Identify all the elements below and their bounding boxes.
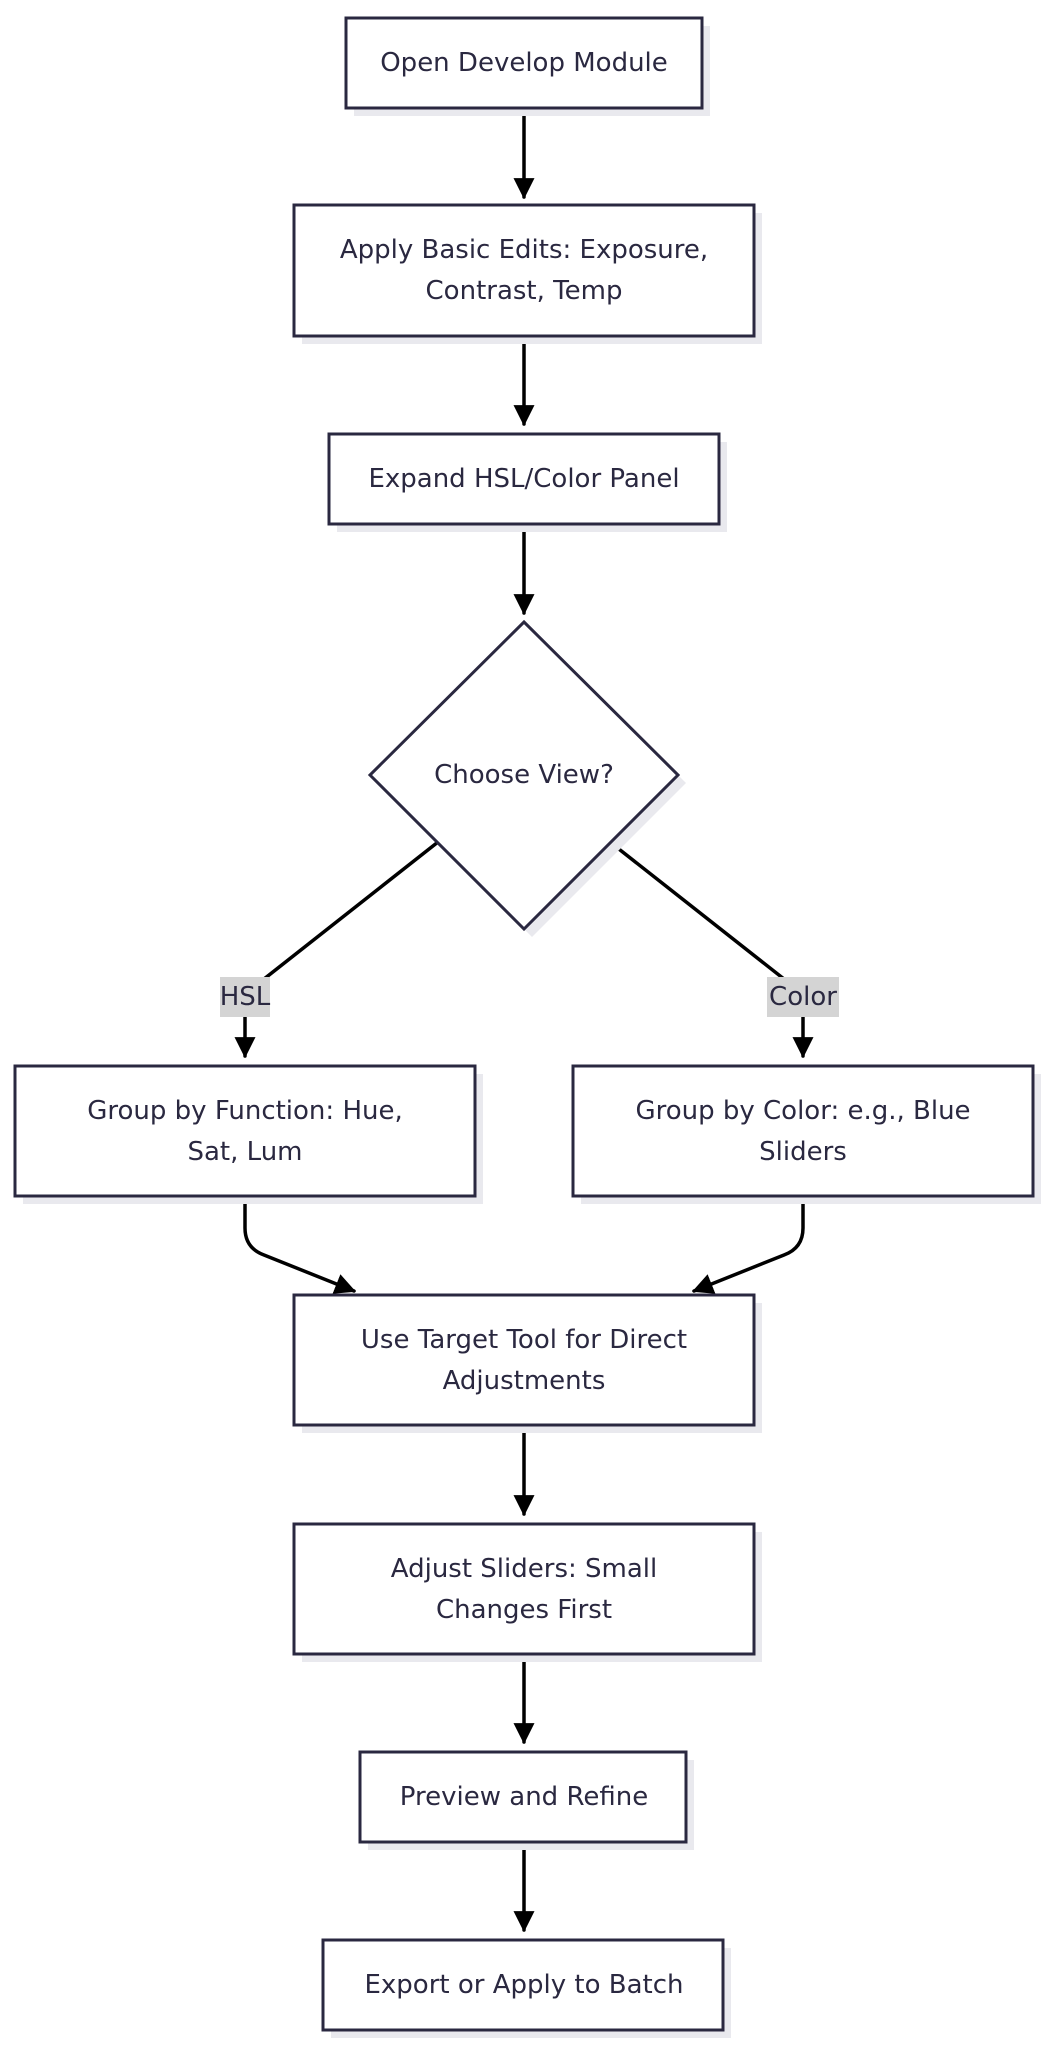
node-preview-text: Preview and Refine bbox=[400, 1782, 648, 1812]
node-adjust-sliders-line2: Changes First bbox=[436, 1595, 612, 1625]
node-adjust-sliders: Adjust Sliders: Small Changes First bbox=[292, 1522, 762, 1662]
node-group-color-line2: Sliders bbox=[759, 1137, 847, 1167]
node-open-develop-text: Open Develop Module bbox=[380, 48, 668, 78]
node-basic-edits: Apply Basic Edits: Exposure, Contrast, T… bbox=[292, 203, 762, 344]
node-export: Export or Apply to Batch bbox=[321, 1938, 731, 2038]
edge-color-to-target bbox=[692, 1194, 805, 1294]
node-expand-panel-text: Expand HSL/Color Panel bbox=[368, 464, 679, 494]
node-group-function-line1: Group by Function: Hue, bbox=[87, 1096, 402, 1126]
edge-choose-to-color bbox=[608, 840, 814, 1059]
node-target-tool: Use Target Tool for Direct Adjustments bbox=[292, 1293, 762, 1433]
edge-label-hsl: HSL bbox=[220, 977, 271, 1017]
edge-choose-to-function bbox=[234, 840, 440, 1059]
node-group-color: Group by Color: e.g., Blue Sliders bbox=[571, 1064, 1041, 1204]
node-target-tool-line1: Use Target Tool for Direct bbox=[361, 1325, 687, 1355]
edge-label-color-text: Color bbox=[769, 982, 837, 1012]
node-open-develop: Open Develop Module bbox=[344, 16, 710, 116]
node-basic-edits-line1: Apply Basic Edits: Exposure, bbox=[340, 235, 708, 265]
edge-label-hsl-text: HSL bbox=[220, 982, 271, 1012]
node-choose-view: Choose View? bbox=[367, 619, 686, 937]
edge-label-color: Color bbox=[767, 977, 839, 1017]
node-basic-edits-line2: Contrast, Temp bbox=[426, 276, 623, 306]
node-export-text: Export or Apply to Batch bbox=[364, 1970, 683, 2000]
node-target-tool-line2: Adjustments bbox=[443, 1366, 606, 1396]
node-group-function-line2: Sat, Lum bbox=[188, 1137, 303, 1167]
node-adjust-sliders-line1: Adjust Sliders: Small bbox=[391, 1554, 657, 1584]
node-group-color-line1: Group by Color: e.g., Blue bbox=[635, 1096, 970, 1126]
node-choose-view-text: Choose View? bbox=[434, 760, 614, 790]
node-group-function: Group by Function: Hue, Sat, Lum bbox=[13, 1064, 483, 1204]
node-expand-panel: Expand HSL/Color Panel bbox=[327, 432, 727, 532]
edge-function-to-target bbox=[243, 1194, 356, 1294]
node-preview: Preview and Refine bbox=[358, 1750, 694, 1850]
